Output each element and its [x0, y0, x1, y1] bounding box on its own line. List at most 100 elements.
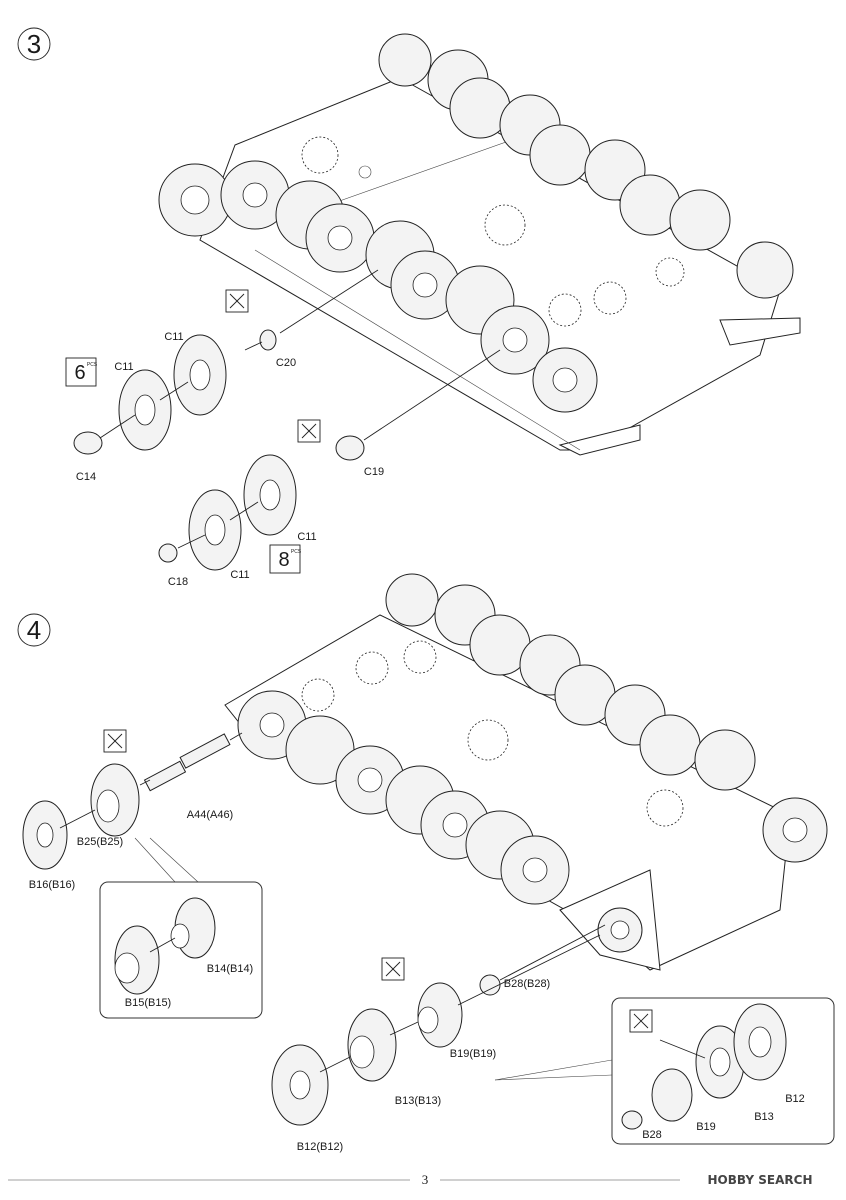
wheel-hub	[502, 327, 528, 353]
assembly-arrow	[229, 732, 243, 741]
watermark: HOBBY SEARCH	[708, 1173, 813, 1187]
quantity-box	[65, 357, 97, 387]
part-label-c11: C11	[297, 531, 316, 543]
step-4-near-wheels	[237, 690, 570, 905]
road-wheel	[639, 714, 701, 776]
inset-pointer	[494, 1074, 613, 1081]
part-label-c20: C20	[276, 357, 296, 369]
part-c20	[259, 329, 277, 351]
glue-cement-icon	[629, 1009, 653, 1033]
hull-front-plate	[719, 317, 801, 346]
part-b12-hub	[289, 1070, 311, 1100]
part-c11-hub	[134, 394, 156, 426]
hull-port	[358, 165, 372, 179]
step-4-inset-sprocket: B12 B13 B19 B28	[494, 997, 835, 1145]
step-3-far-wheels	[378, 33, 794, 299]
hull-hatch	[593, 281, 627, 315]
hull-hatch	[484, 204, 526, 246]
road-wheel	[669, 189, 731, 251]
hull-hatch	[301, 678, 335, 712]
assembly-arrow	[59, 809, 96, 829]
glue-cement-icon	[381, 957, 405, 981]
part-label-b19: B19(B19)	[450, 1048, 496, 1060]
part-b28	[479, 974, 501, 996]
step-4: 4	[17, 573, 835, 1153]
step-4-far-wheels	[385, 573, 828, 863]
assembly-arrow	[499, 924, 606, 981]
step-3-circle	[17, 27, 51, 61]
assembly-arrow	[389, 1021, 419, 1036]
hull-hatch	[646, 789, 684, 827]
part-b15-hub	[114, 952, 140, 984]
part-c11-hub	[204, 514, 226, 546]
wheel-hub	[442, 812, 468, 838]
part-b13-hub	[709, 1047, 731, 1077]
idler-wheel	[736, 241, 794, 299]
assembly-arrow	[244, 341, 263, 351]
assembly-arrow	[149, 937, 176, 953]
part-label-c14: C14	[76, 471, 96, 483]
part-label-b25: B25(B25)	[77, 836, 123, 848]
glue-cement-icon	[297, 419, 321, 443]
assembly-arrow	[279, 269, 379, 334]
quantity-badge-6: 6 PCS	[65, 357, 98, 387]
wheel-hub	[327, 225, 353, 251]
part-label-c11: C11	[114, 361, 133, 373]
road-wheel	[694, 729, 756, 791]
part-label-c11: C11	[164, 331, 183, 343]
part-b12-hub	[748, 1026, 772, 1058]
part-label-b28: B28(B28)	[504, 978, 550, 990]
hull-lower-edge	[254, 249, 581, 451]
inset-pointer	[494, 1059, 613, 1081]
step-4-circle	[17, 613, 51, 647]
part-label-b13: B13(B13)	[395, 1095, 441, 1107]
part-a44-arm	[179, 733, 231, 769]
part-label-c18: C18	[168, 576, 188, 588]
pcs-label: PCS	[291, 549, 302, 555]
sprocket-hub	[782, 817, 808, 843]
final-drive-hub	[610, 920, 630, 940]
step-3: 3	[17, 27, 801, 588]
quantity-value: 6	[74, 362, 85, 384]
hull-hatch	[355, 651, 389, 685]
wheel-hub	[242, 182, 268, 208]
part-label-b28: B28	[642, 1129, 662, 1141]
step-3-wheel-pair-8	[158, 349, 501, 571]
part-label-b12: B12	[785, 1093, 805, 1105]
wheel-hub	[357, 767, 383, 793]
assembly-arrow	[177, 534, 206, 549]
page-footer: 3 HOBBY SEARCH	[8, 1172, 812, 1187]
assembly-arrow	[319, 1056, 351, 1073]
part-c19	[335, 435, 365, 461]
part-b19-hub	[417, 1006, 439, 1034]
hull-hatch	[548, 293, 582, 327]
step-4-idler-assembly	[22, 732, 243, 870]
part-label-c11: C11	[230, 569, 249, 581]
assembly-arrow	[99, 414, 136, 439]
quantity-value: 8	[278, 549, 289, 571]
page-number: 3	[422, 1172, 429, 1187]
hull-hatch	[403, 640, 437, 674]
glue-cement-icon	[103, 729, 127, 753]
inset-pointer	[134, 837, 176, 883]
part-label-c19: C19	[364, 466, 384, 478]
glue-cement-icon	[225, 289, 249, 313]
part-label-b15: B15(B15)	[125, 997, 171, 1009]
step-3-number: 3	[27, 29, 41, 59]
assembly-arrow	[457, 934, 601, 1006]
part-label-b16: B16(B16)	[29, 879, 75, 891]
step-3-badge: 3	[17, 27, 51, 61]
quantity-badge-8: 8 PCS	[269, 544, 302, 574]
part-a44	[143, 760, 187, 792]
step-4-inset-idler: B14(B14) B15(B15)	[99, 837, 263, 1019]
assembly-arrow	[659, 1039, 706, 1059]
part-b16-hub	[36, 822, 54, 848]
idler-hub	[552, 367, 578, 393]
hull-hatch	[655, 257, 685, 287]
wheel-hub	[259, 712, 285, 738]
step-3-wheel-pair-6	[73, 269, 379, 455]
part-c11-hub	[189, 359, 211, 391]
part-b14-hub	[170, 923, 190, 949]
